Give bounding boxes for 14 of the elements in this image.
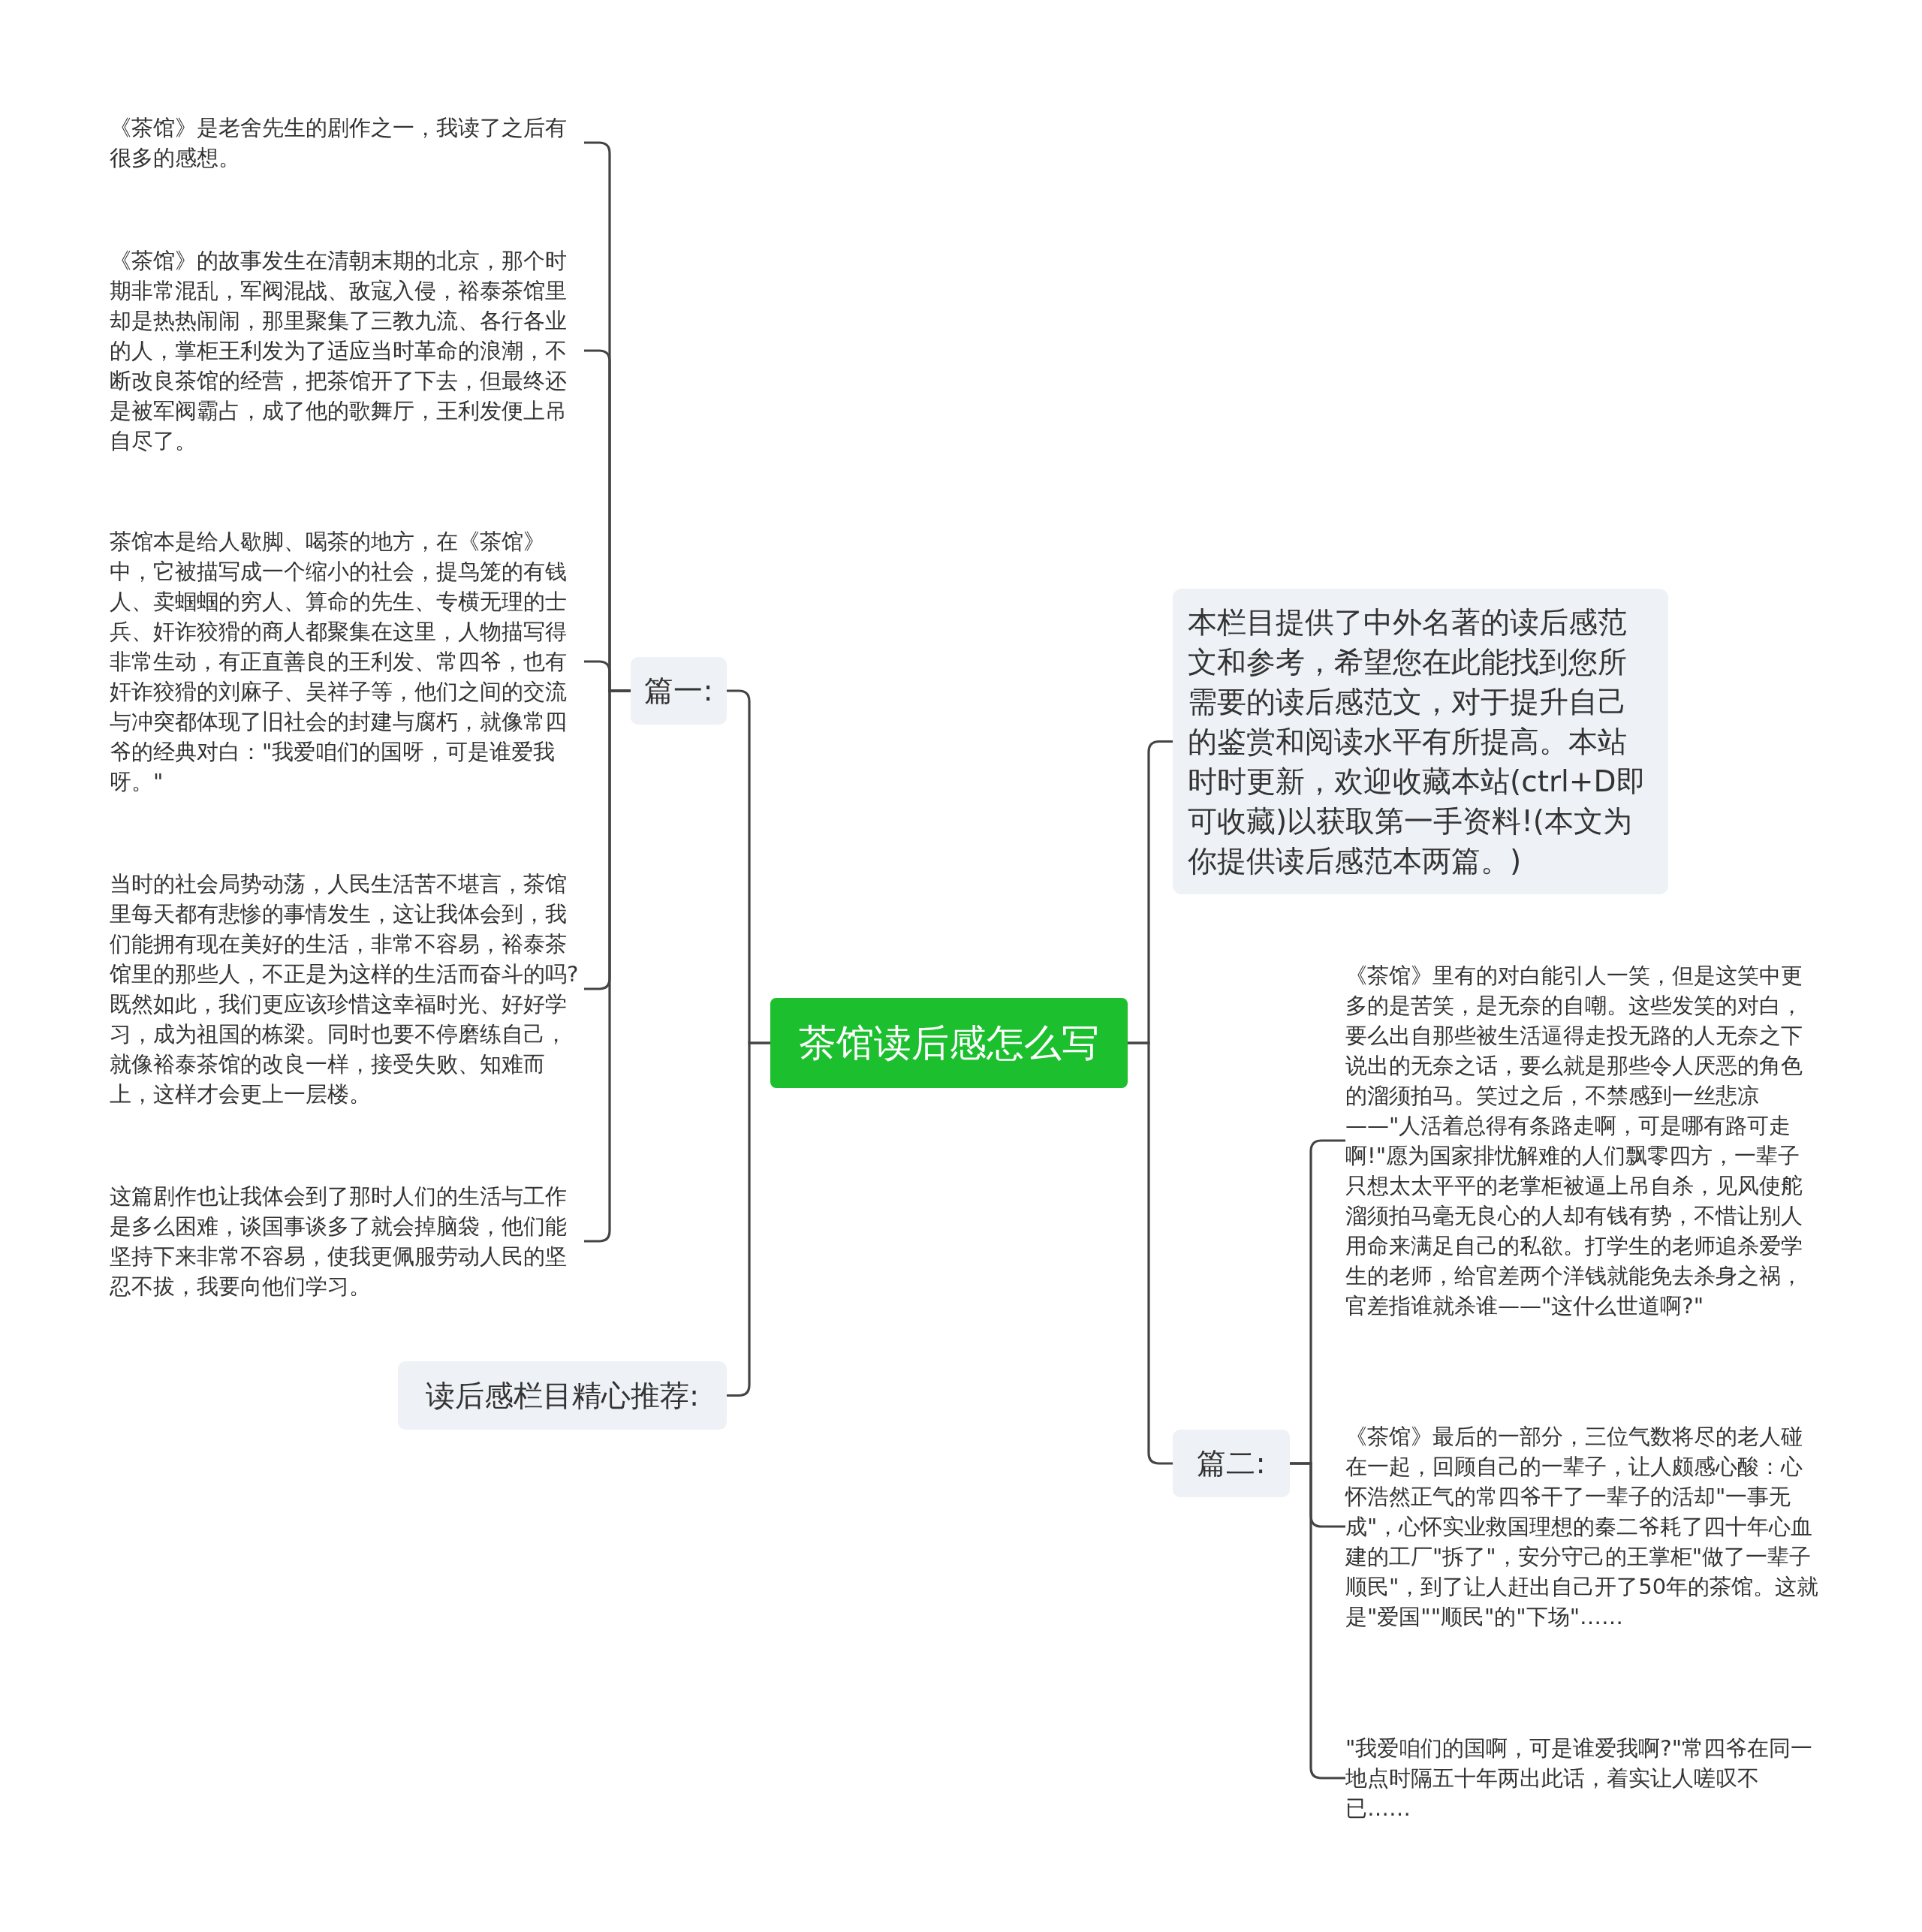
leaf-text: 《茶馆》最后的一部分，三位气数将尽的老人碰在一起，回顾自己的一辈子，让人颇感心酸：心怀浩然正气的常四爷干了一辈子的活却"一事无成"，心怀实业救国理想的秦二爷耗了四十年心血建的工厂"拆了"，安分守己的王掌柜"做了一辈子顺民"，到了让人赶出自己开了50年的茶馆。这就是"爱国""顺民"的"下场"…… [1345, 1421, 1820, 1632]
leaf-text: 《茶馆》里有的对白能引人一笑，但是这笑中更多的是苦笑，是无奈的自嘲。这些发笑的对白，要么出自那些被生活逼得走投无路的人无奈之下说出的无奈之话，要么就是那些令人厌恶的角色的溜须拍马。笑过之后，不禁感到一丝悲凉——"人活着总得有条路走啊，可是哪有路可走啊!"愿为国家排忧解难的人们飘零四方，一辈子只想太太平平的老掌柜被逼上吊自杀，见风使舵溜须拍马毫无良心的人却有钱有势，不惜让别人用命来满足自己的私欲。打学生的老师追杀爱学生的老师，给官差两个洋钱就能免去杀身之祸，官差指谁就杀谁——"这什么世道啊?" [1345, 960, 1820, 1321]
leaf-text: 《茶馆》是老舍先生的剧作之一，我读了之后有很多的感想。 [110, 113, 584, 173]
connector-line [1290, 1462, 1345, 1780]
leaf-text: 《茶馆》的故事发生在清朝末期的北京，那个时期非常混乱，军阀混战、敌寇入侵，裕泰茶馆里却是热热闹闹，那里聚集了三教九流、各行各业的人，掌柜王利发为了适应当时革命的浪潮，不断改良茶馆的经营，把茶馆开了下去，但最终还是被军阀霸占，成了他的歌舞厅，王利发便上吊自尽了。 [110, 246, 584, 456]
leaf-text: 茶馆本是给人歇脚、喝茶的地方，在《茶馆》中，它被描写成一个缩小的社会，提鸟笼的有钱人、卖蝈蝈的穷人、算命的先生、专横无理的士兵、奸诈狡猾的商人都聚集在这里，人物描写得非常生动，有正直善良的王利发、常四爷，也有奸诈狡猾的刘麻子、吴祥子等，他们之间的交流与冲突都体现了旧社会的封建与腐朽，就像常四爷的经典对白："我爱咱们的国呀，可是谁爱我呀。" [110, 526, 584, 797]
leaf-text: 这篇剧作也让我体会到了那时人们的生活与工作是多么困难，谈国事谈多了就会掉脑袋，他们能坚持下来非常不容易，使我更佩服劳动人民的坚忍不拔，我要向他们学习。 [110, 1181, 584, 1301]
branch-topic: 篇二: [1173, 1430, 1290, 1497]
branch-topic: 读后感栏目精心推荐: [398, 1361, 727, 1430]
leaf-text: "我爱咱们的国啊，可是谁爱我啊?"常四爷在同一地点时隔五十年两出此话，着实让人嗟叹不已…… [1345, 1733, 1820, 1823]
central-topic: 茶馆读后感怎么写 [770, 998, 1128, 1088]
branch-topic: 篇一: [631, 657, 727, 725]
leaf-text: 当时的社会局势动荡，人民生活苦不堪言，茶馆里每天都有悲惨的事情发生，这让我体会到，我们能拥有现在美好的生活，非常不容易，裕泰茶馆里的那些人，不正是为这样的生活而奋斗的吗?既然如此，我们更应该珍惜这幸福时光、好好学习，成为祖国的栋梁。同时也要不停磨练自己，就像裕泰茶馆的改良一样，接受失败、知难而上，这样才会更上一层楼。 [110, 869, 584, 1109]
intro-topic: 本栏目提供了中外名著的读后感范文和参考，希望您在此能找到您所需要的读后感范文，对于提升自己的鉴赏和阅读水平有所提高。本站时时更新，欢迎收藏本站(ctrl+D即可收藏)以获取第一手资料!(本文为你提供读后感范本两篇。) [1173, 589, 1668, 894]
